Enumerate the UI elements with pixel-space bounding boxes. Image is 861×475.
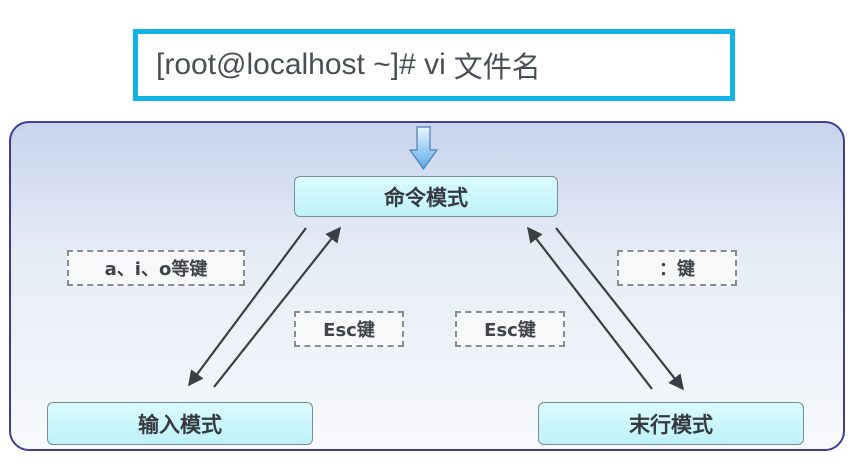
esc-key-label-left: Esc键	[294, 311, 404, 347]
command-mode-box: 命令模式	[294, 176, 558, 217]
command-line-box: [root@localhost ~]# vi 文件名	[133, 29, 735, 101]
esc-key-label-right: Esc键	[455, 311, 565, 347]
aio-keys-label: a、i、o等键	[67, 250, 245, 286]
lastline-mode-box: 末行模式	[538, 402, 804, 445]
command-filename: 文件名	[453, 50, 541, 84]
command-prompt: [root@localhost ~]# vi	[156, 48, 446, 81]
colon-key-label: ：键	[617, 250, 737, 286]
insert-mode-box: 输入模式	[47, 402, 313, 445]
